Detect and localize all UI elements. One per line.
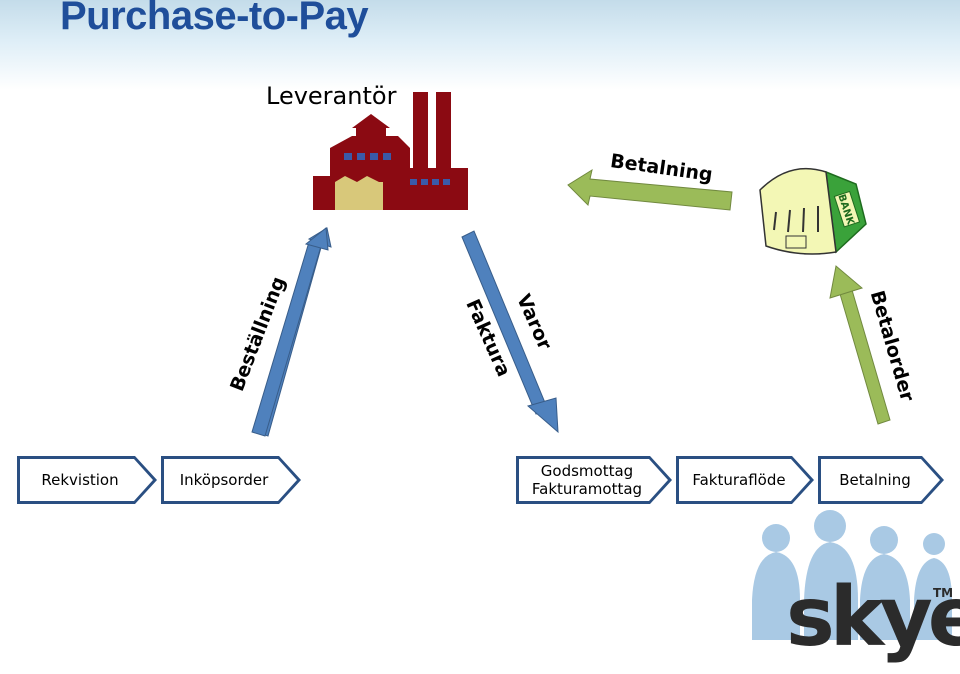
process-step-label: Betalning	[839, 471, 911, 489]
skye-logo-text: skye	[786, 570, 960, 665]
process-step-betalning: Betalning	[818, 456, 944, 504]
title-band	[0, 0, 960, 90]
process-step-label: Inköpsorder	[179, 471, 269, 489]
process-step-rekvistion: Rekvistion	[17, 456, 157, 504]
process-step-label-line1: Godsmottag	[540, 462, 634, 480]
supplier-label: Leverantör	[266, 82, 397, 110]
bank-building-icon: BANK	[759, 167, 867, 255]
process-step-godsmottag: Godsmottag Fakturamottag	[516, 456, 672, 504]
page-title: Purchase-to-Pay	[60, 0, 369, 38]
process-step-fakturaflode: Fakturaflöde	[676, 456, 814, 504]
factory-icon	[313, 92, 468, 210]
payment-arrow	[567, 168, 733, 211]
process-step-label-line2: Fakturamottag	[531, 480, 643, 498]
process-step-label: Fakturaflöde	[692, 471, 786, 489]
process-step-inkopsorder: Inköpsorder	[161, 456, 301, 504]
process-step-label: Rekvistion	[41, 471, 119, 489]
trademark-mark: TM	[933, 586, 954, 600]
logo-people-graphic	[752, 510, 952, 640]
